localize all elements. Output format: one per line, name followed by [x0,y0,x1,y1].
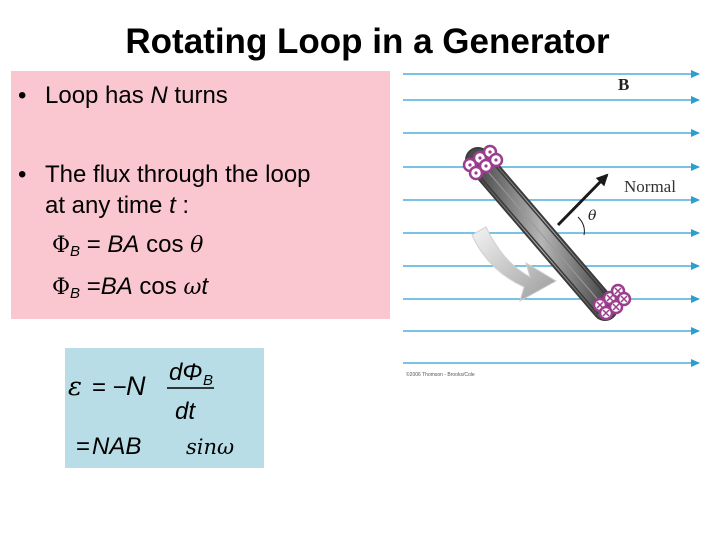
ba-term: BA [100,273,133,300]
rotating-loop-figure: B Normal θ ©2006 Thomson - Brooks/Cole [403,70,700,378]
equals-sign: = [76,433,90,460]
bullet-flux: • The flux through the loop [18,160,311,190]
bullet-dot: • [18,161,27,188]
subscript-b: B [70,285,81,302]
cos-text: cos [132,273,184,300]
theta-symbol: θ [190,233,204,258]
subscript-b: B [203,372,213,389]
theta-arc [577,216,585,236]
variable-t: t [169,192,176,219]
bullet-loop-turns: • Loop has N turns [18,81,228,111]
theta-label: θ [588,208,597,224]
phi-symbol: Φ [52,275,71,300]
magnetic-field-lines [403,70,700,367]
bullet-flux-line2: at any time t : [45,191,189,221]
bullet-text-end: turns [167,82,228,109]
emf-formula: ε = − N dΦ B dt = NAB sinω [68,359,234,460]
variable-t: t [201,273,209,300]
bullet-dot: • [18,82,27,109]
ba-term: BA [107,231,140,258]
sin-omega: sinω [186,435,234,459]
equals: = [80,273,101,300]
epsilon-symbol: ε [68,372,82,402]
slide-title: Rotating Loop in a Generator [125,22,610,61]
loop-wire-center [477,159,606,309]
loop-coil [465,147,618,321]
cos-text: cos [139,231,191,258]
equals: = [80,231,108,258]
nab-term: NAB [92,433,141,460]
bullet-text: Loop has [45,82,151,109]
normal-vector-arrow [556,173,609,227]
subscript-b: B [70,243,81,260]
dt-denominator: dt [175,398,196,425]
flux-equation-theta: ΦB = BA cos θ [52,230,203,267]
bullet-flux-line1: The flux through the loop [45,161,311,188]
loop-wire-edge [470,165,599,315]
emf-formula-box: ε = − N dΦ B dt = NAB sinω [65,348,264,468]
b-field-label: B [618,75,629,94]
rotation-arrow-icon [471,226,557,303]
equals-minus: = − [92,374,127,401]
line2-text: at any time [45,192,170,219]
variable-n: N [150,82,168,109]
omega-symbol: ω [183,275,202,300]
loop-wire-edge [484,153,613,303]
bullet-panel [11,71,390,319]
d-phi: dΦ [169,359,202,386]
variable-n: N [126,371,146,401]
line2-colon: : [175,192,190,219]
figure-credit: ©2006 Thomson - Brooks/Cole [406,371,475,378]
wire-cross-section-top [462,144,504,181]
phi-symbol: Φ [52,233,71,258]
wire-cross-section-bottom [592,283,632,321]
flux-equation-omega: ΦB =BA cos ωt [52,272,208,309]
normal-label: Normal [624,177,676,196]
